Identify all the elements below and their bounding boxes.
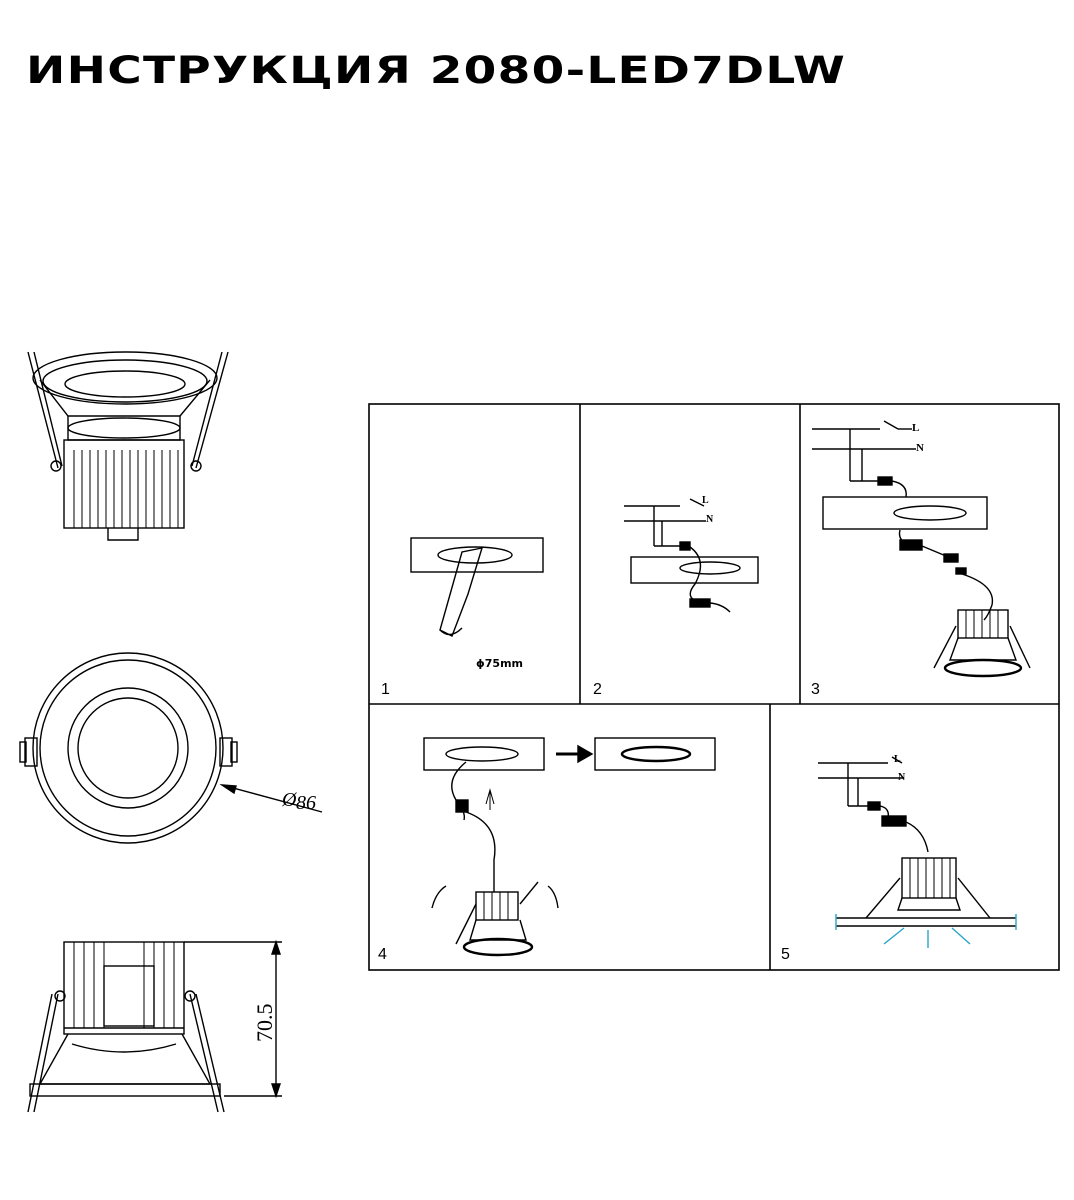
diameter-value: 86 [296,792,316,814]
step-3-wire-n: N [916,442,924,454]
fixture-perspective-drawing [27,351,229,541]
step-5-number: 5 [781,946,790,963]
step-3-number: 3 [811,681,820,698]
step-5-wire-l: L [894,754,901,765]
step-5-drawing [818,756,1017,948]
step-1-number: 1 [381,681,390,698]
step-1-hole-size: ϕ75mm [476,657,523,670]
step-1-drawing [410,537,544,637]
step-3-wire-l: L [912,422,919,434]
step-4-drawing [423,737,716,957]
diameter-symbol: Ø [281,789,298,811]
height-value: 70.5 [252,1004,277,1043]
steps-grid [368,403,1060,971]
step-2-drawing [624,498,759,613]
step-2-wire-n: N [706,514,714,525]
step-2-wire-l: L [702,495,709,506]
fixture-top-view-drawing [19,652,323,844]
document-title: ИНСТРУКЦИЯ 2080-LED7DLW [26,49,847,92]
step-3-drawing [812,420,1031,678]
step-2-number: 2 [593,681,602,698]
step-5-wire-n: N [898,772,906,783]
fixture-side-view-drawing [27,939,282,1113]
step-4-number: 4 [378,946,387,963]
